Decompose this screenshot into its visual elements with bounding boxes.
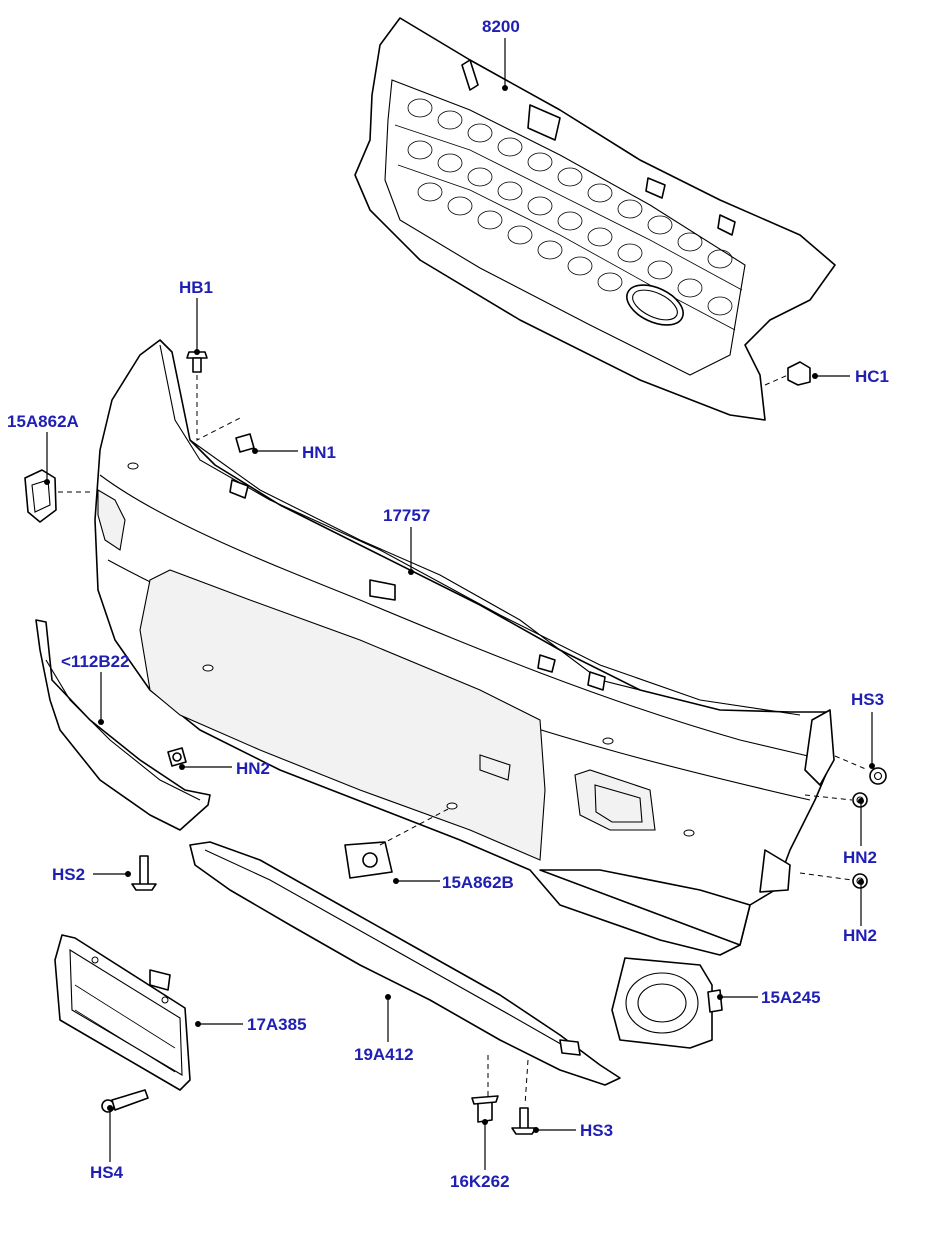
callout-8200[interactable]: 8200 bbox=[482, 17, 520, 36]
grille-part[interactable] bbox=[354, 17, 836, 421]
bracket-15a862a-part[interactable] bbox=[24, 469, 57, 523]
16k262-clip-part[interactable] bbox=[471, 1095, 499, 1123]
callout-17a385[interactable]: 17A385 bbox=[247, 1015, 307, 1034]
bumper-cover-part[interactable] bbox=[94, 339, 835, 956]
clip-hc1-part[interactable] bbox=[764, 361, 811, 386]
callout-15a245[interactable]: 15A245 bbox=[761, 988, 821, 1007]
callout-hn1[interactable]: HN1 bbox=[302, 443, 337, 462]
hn1-nut-part[interactable] bbox=[235, 433, 255, 453]
callout-hs2[interactable]: HS2 bbox=[52, 865, 86, 884]
callout-hn2-left[interactable]: HN2 bbox=[236, 759, 271, 778]
callout-19a412[interactable]: 19A412 bbox=[354, 1045, 414, 1064]
bracket-15a862b-part[interactable] bbox=[344, 841, 393, 879]
callout-hn2-right-b[interactable]: HN2 bbox=[843, 926, 878, 945]
leader-lines bbox=[44, 38, 875, 1170]
hn2-nut-left-part[interactable] bbox=[167, 747, 187, 767]
callout-112b22[interactable]: <112B22 bbox=[61, 652, 130, 671]
callout-17757[interactable]: 17757 bbox=[383, 506, 431, 525]
callout-hc1[interactable]: HC1 bbox=[855, 367, 890, 386]
grille-mesh bbox=[407, 98, 733, 316]
callout-hs4[interactable]: HS4 bbox=[90, 1163, 124, 1182]
hs3-screw-right-part[interactable] bbox=[869, 767, 887, 785]
callout-hb1[interactable]: HB1 bbox=[179, 278, 214, 297]
plate-bracket-17a385-part[interactable] bbox=[54, 934, 191, 1091]
oval-badge-icon bbox=[626, 284, 684, 326]
spoiler-19a412-part[interactable] bbox=[189, 841, 621, 1086]
moulding-112b22-part[interactable] bbox=[35, 619, 211, 831]
callout-15a862b[interactable]: 15A862B bbox=[442, 873, 514, 892]
hs3-screw-bottom-part[interactable] bbox=[511, 1107, 537, 1135]
callout-15a862a[interactable]: 15A862A bbox=[7, 412, 79, 431]
hs2-screw-part[interactable] bbox=[131, 855, 157, 891]
callout-hs3-bottom[interactable]: HS3 bbox=[580, 1121, 614, 1140]
callout-16k262[interactable]: 16K262 bbox=[450, 1172, 510, 1191]
fog-lamp-surround-15a245-part[interactable] bbox=[611, 957, 723, 1049]
callout-hn2-right-a[interactable]: HN2 bbox=[843, 848, 878, 867]
callout-hs3-right[interactable]: HS3 bbox=[851, 690, 885, 709]
